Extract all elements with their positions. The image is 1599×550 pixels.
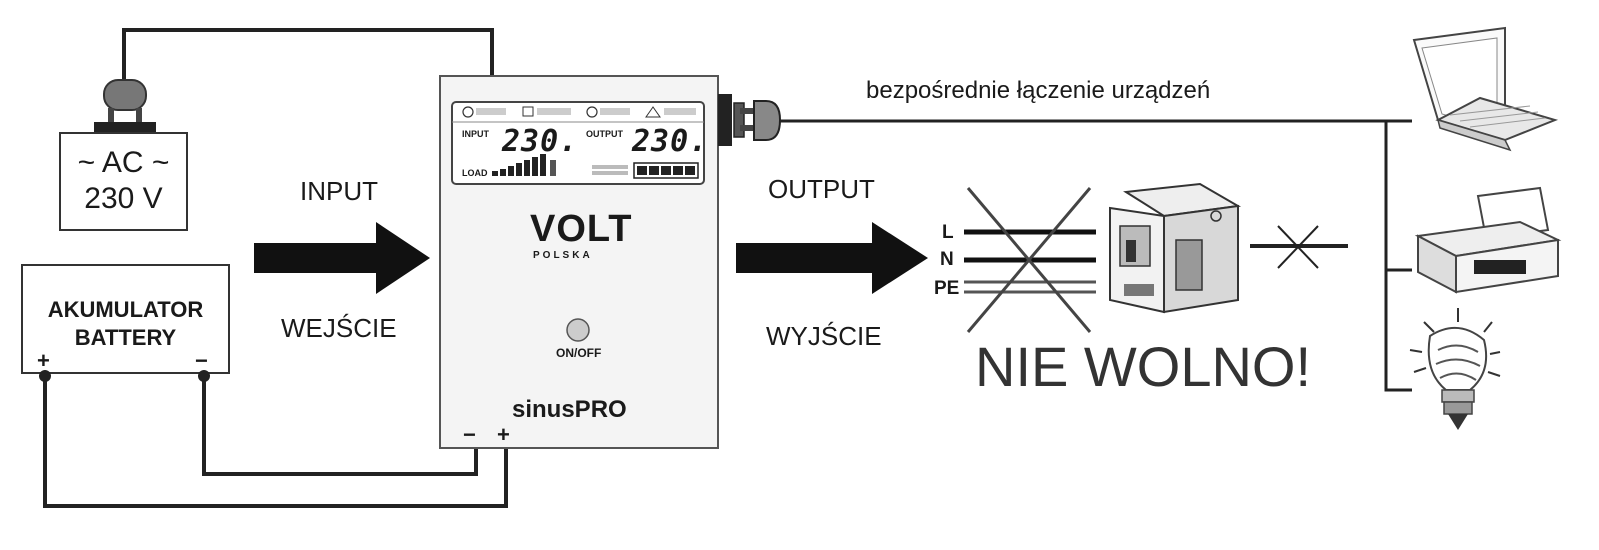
ac-input-cable bbox=[122, 28, 494, 82]
wiring-lines bbox=[964, 229, 1096, 294]
battery-plus-terminal bbox=[39, 370, 51, 382]
battery-minus-label: − bbox=[195, 348, 208, 373]
battery-minus-terminal bbox=[198, 370, 210, 382]
power-button-label: ON/OFF bbox=[556, 346, 602, 360]
battery-name-pl: AKUMULATOR bbox=[47, 297, 204, 322]
wire-pe-label: PE bbox=[934, 278, 960, 299]
lcd-output-value: 230. bbox=[632, 124, 709, 159]
inverter-plus-label: + bbox=[497, 422, 510, 447]
input-label-pl: WEJŚCIE bbox=[281, 313, 397, 343]
ac-source-box bbox=[59, 132, 188, 231]
disconnected-line-icon bbox=[1250, 225, 1348, 269]
wire-l-label: L bbox=[942, 222, 954, 243]
output-arrow-icon bbox=[736, 222, 928, 294]
lcd-input-value: 230. bbox=[502, 124, 579, 159]
brand-logo-text: VOLT bbox=[530, 208, 633, 250]
model-name: sinusPRO bbox=[512, 396, 627, 423]
input-label: INPUT bbox=[300, 176, 378, 206]
brand-sub-text: POLSKA bbox=[533, 250, 593, 261]
battery-plus-label: + bbox=[37, 348, 50, 373]
battery-box bbox=[21, 264, 230, 374]
ac-source-label: ~ AC ~ 230 V bbox=[60, 145, 187, 217]
lcd-output-label: OUTPUT bbox=[586, 129, 623, 139]
output-plug-icon bbox=[740, 100, 782, 141]
lcd-display bbox=[451, 101, 705, 185]
output-socket-icon bbox=[718, 94, 745, 146]
wire-n-label: N bbox=[940, 249, 954, 270]
printer-icon bbox=[1414, 186, 1562, 294]
input-arrow-icon bbox=[254, 222, 430, 294]
battery-positive-cable bbox=[43, 380, 508, 508]
battery-negative-cable bbox=[202, 380, 478, 476]
warning-text: NIE WOLNO! bbox=[975, 335, 1312, 398]
output-label-pl: WYJŚCIE bbox=[766, 321, 882, 351]
battery-label: AKUMULATOR BATTERY bbox=[22, 296, 229, 352]
power-button[interactable] bbox=[566, 318, 590, 342]
circuit-breaker-icon bbox=[1109, 182, 1242, 314]
inverter-minus-label: − bbox=[463, 422, 476, 447]
output-label: OUTPUT bbox=[768, 174, 875, 204]
ac-type-text: ~ AC ~ bbox=[77, 146, 170, 179]
prohibited-cross-icon bbox=[966, 187, 1092, 333]
light-bulb-icon bbox=[1409, 308, 1501, 430]
direct-connection-label: bezpośrednie łączenie urządzeń bbox=[866, 77, 1211, 104]
lcd-load-label: LOAD bbox=[462, 168, 488, 178]
device-bus-line bbox=[1384, 121, 1412, 392]
laptop-icon bbox=[1412, 26, 1559, 152]
lcd-input-label: INPUT bbox=[462, 129, 489, 139]
ac-voltage-text: 230 V bbox=[84, 182, 163, 215]
battery-name-en: BATTERY bbox=[74, 325, 177, 350]
ac-plug-icon bbox=[94, 79, 156, 134]
